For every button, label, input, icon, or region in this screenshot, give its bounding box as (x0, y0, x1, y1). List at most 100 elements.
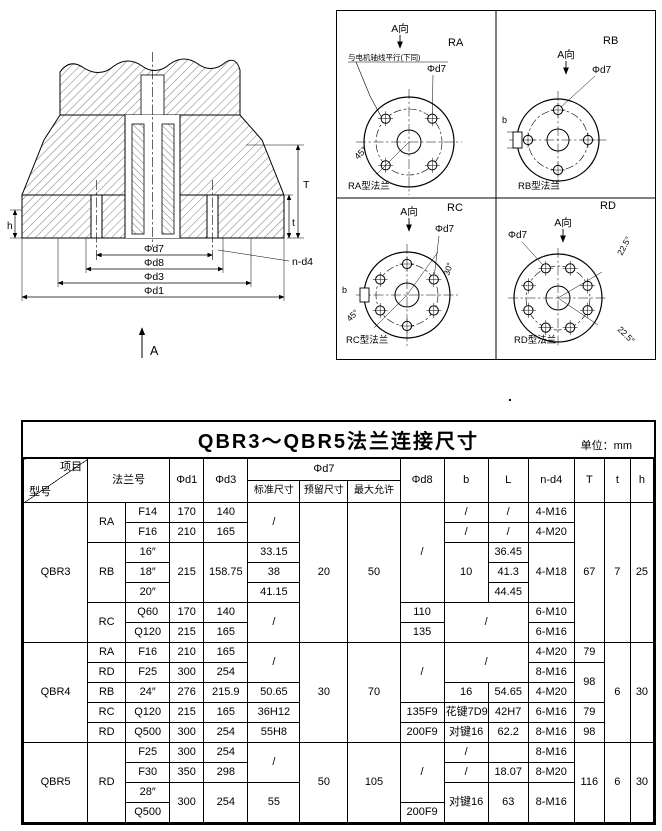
flange-views: A向 RA 与电机轴线平行(下同) Φd7 45° RA型法兰 RB A向 (336, 10, 656, 360)
table-cell: / (247, 642, 301, 683)
table-cell: 8-M16 (527, 742, 575, 763)
table-cell: 135 (399, 622, 445, 643)
table-cell: 50.65 (247, 682, 301, 703)
table-cell: 41.15 (247, 582, 301, 603)
table-cell: 4-M18 (527, 542, 575, 603)
table-cell: 38 (247, 562, 301, 583)
table-cell: 42H7 (487, 702, 529, 723)
table-title: QBR3～QBR5法兰连接尺寸 (197, 431, 480, 453)
view-ra: A向 RA 与电机轴线平行(下同) Φd7 45° RA型法兰 (348, 22, 464, 195)
header-d8: Φd8 (399, 458, 445, 503)
table-cell: Q500 (125, 722, 171, 743)
table-cell: Q120 (125, 702, 171, 723)
table-cell: 165 (203, 622, 249, 643)
table-cell: Q500 (125, 802, 171, 823)
table-cell: 210 (169, 522, 205, 543)
table-cell: F25 (125, 662, 171, 683)
table-cell: 215 (169, 702, 205, 723)
view-rc-d7-label: Φd7 (435, 224, 455, 235)
table-cell: 24″ (125, 682, 171, 703)
view-ra-a-label: A向 (391, 22, 409, 35)
header-std-size: 标准尺寸 (247, 480, 301, 503)
table-cell: 25 (629, 502, 655, 643)
table-cell: 10 (443, 542, 489, 603)
table-cell: F16 (125, 522, 171, 543)
table-cell: / (399, 502, 445, 603)
table-cell: QBR5 (22, 742, 89, 823)
table-cell: / (443, 742, 489, 763)
table-cell: 8-M20 (527, 762, 575, 783)
view-rd: RD A向 Φd7 22.5° 22.5° RD型法兰 (508, 200, 637, 348)
table-cell: 花键7D9 (443, 702, 489, 723)
table-cell: 105 (347, 742, 401, 823)
table-cell: RC (87, 702, 127, 723)
table-cell: 300 (169, 662, 205, 683)
header-project: 项目 (60, 461, 83, 473)
table-cell: 28″ (125, 782, 171, 803)
header-t: t (603, 458, 631, 503)
view-rc-angle2-label: 45° (344, 307, 360, 323)
table-cell: F16 (125, 642, 171, 663)
table-cell: / (443, 602, 529, 643)
table-cell: 116 (573, 742, 605, 823)
table-cell: 200F9 (399, 722, 445, 743)
housing-section (21, 58, 285, 239)
view-rd-d7-label: Φd7 (508, 230, 528, 241)
table-cell: RB (87, 542, 127, 603)
table-cell: 276 (169, 682, 205, 703)
table-cell (487, 742, 529, 763)
table-cell: 54.65 (487, 682, 529, 703)
header-project-model: 项目 型号 (22, 458, 89, 503)
table-cell: 36H12 (247, 702, 301, 723)
table-cell: 30 (629, 642, 655, 743)
table-cell: 215 (169, 622, 205, 643)
table-cell: 20″ (125, 582, 171, 603)
table-cell: 4-M20 (527, 682, 575, 703)
header-d7: Φd7 (247, 458, 401, 481)
view-rb-b-label: b (502, 115, 507, 125)
view-rd-corner-label: RD (600, 200, 616, 212)
table-cell: / (487, 502, 529, 523)
table-cell: 140 (203, 602, 249, 623)
table-cell: 6 (603, 742, 631, 823)
header-max-allowed: 最大允许 (347, 480, 401, 503)
table-cell: F25 (125, 742, 171, 763)
dim-T-label: T (303, 179, 310, 191)
table-cell: 254 (203, 742, 249, 763)
table-cell: QBR3 (22, 502, 89, 643)
table-cell: 6 (603, 642, 631, 743)
table-cell: / (443, 502, 489, 523)
table-cell: 7 (603, 502, 631, 643)
table-cell: RD (87, 742, 127, 823)
table-cell: 350 (169, 762, 205, 783)
table-cell: 8-M16 (527, 782, 575, 823)
table-cell: RC (87, 602, 127, 643)
view-rc: RC A向 Φd7 30° 45° b RC型法兰 (342, 202, 463, 346)
table-cell: 18″ (125, 562, 171, 583)
header-T: T (573, 458, 605, 503)
table-cell: 170 (169, 602, 205, 623)
view-rb-caption: RB型法兰 (518, 180, 560, 192)
table-cell: 8-M16 (527, 722, 575, 743)
table-cell: 16″ (125, 542, 171, 563)
header-model: 型号 (29, 486, 51, 499)
table-cell: QBR4 (22, 642, 89, 743)
table-cell: 110 (399, 602, 445, 623)
table-cell: 62.2 (487, 722, 529, 743)
table-cell: 55 (247, 782, 301, 823)
header-d1: Φd1 (169, 458, 205, 503)
dim-t-label: t (292, 217, 295, 229)
section-drawing: Φd7 Φd8 Φd3 Φd1 n-d4 T t h A (7, 52, 313, 358)
table-cell: 4-M16 (527, 502, 575, 523)
dimension-lines: Φd7 Φd8 Φd3 Φd1 n-d4 T t h (7, 144, 313, 301)
